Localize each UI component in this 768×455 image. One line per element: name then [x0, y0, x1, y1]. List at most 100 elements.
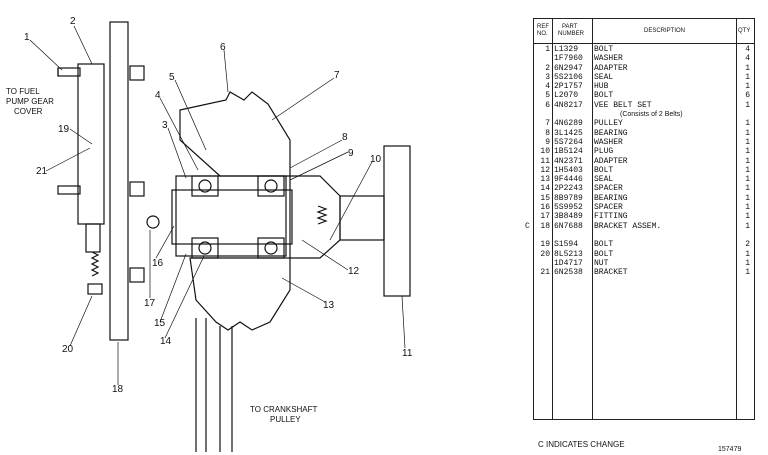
parts-row-qty: 1 — [745, 221, 750, 231]
parts-row-part-number: L1329 — [554, 45, 579, 54]
parts-row-ref: 20 — [540, 249, 550, 259]
bracket-plate-shape — [109, 21, 129, 341]
callout-5: 5 — [169, 72, 175, 83]
parts-row-qty: 4 — [745, 45, 750, 54]
parts-row-part-number: 1H5403 — [554, 165, 583, 175]
parts-row-part-number: 5S2106 — [554, 72, 583, 82]
parts-row-ref: 19 — [540, 240, 550, 250]
callout-19: 19 — [58, 124, 70, 135]
parts-row-ref: 18 — [540, 221, 550, 231]
parts-row-ref: 2 — [545, 63, 550, 73]
parts-row: 9 5S7264 WASHER 1 — [534, 138, 754, 147]
adapter-nose-shape — [85, 223, 101, 253]
fuel-pump-note: TO FUEL PUMP GEAR COVER — [6, 87, 54, 116]
header-qty: QTY — [738, 28, 751, 34]
parts-row-part-number: 6N2947 — [554, 63, 583, 73]
parts-row-description: ADAPTER — [594, 156, 628, 166]
drawing-number: 157479 — [718, 446, 742, 453]
change-note: C INDICATES CHANGE — [538, 440, 625, 449]
callout-4: 4 — [155, 90, 161, 101]
parts-row — [534, 231, 754, 240]
parts-row-description: WASHER — [594, 137, 623, 147]
crankshaft-note-line-1: TO CRANKSHAFT — [250, 405, 318, 414]
parts-row-description: SEAL — [594, 72, 614, 82]
parts-row-description: BRACKET — [594, 268, 628, 278]
header-part-line-2: NUMBER — [558, 31, 585, 37]
parts-row-description: BEARING — [594, 128, 628, 138]
parts-row-ref: 4 — [545, 82, 550, 92]
parts-list-header: REF NO. PART NUMBER DESCRIPTION QTY — [534, 19, 754, 44]
pulley-lower-shape — [189, 257, 291, 331]
parts-row-qty: 4 — [745, 54, 750, 64]
parts-row-description: BOLT — [594, 249, 614, 259]
parts-row-qty: 1 — [745, 72, 750, 82]
parts-row-part-number: 8B9789 — [554, 193, 583, 203]
parts-row-ref: 3 — [545, 72, 550, 82]
fitting-shape — [146, 215, 160, 229]
parts-list-table: REF NO. PART NUMBER DESCRIPTION QTY 1 L13… — [525, 18, 755, 420]
parts-row-qty: 1 — [745, 184, 750, 194]
parts-row-qty: 1 — [745, 212, 750, 222]
parts-row-ref: 6 — [545, 100, 550, 110]
parts-row-ref: 7 — [545, 119, 550, 129]
change-indicator: C — [525, 221, 530, 231]
parts-row-description: BOLT — [594, 240, 614, 250]
parts-row-ref: 14 — [540, 184, 550, 194]
callout-13: 13 — [323, 300, 335, 311]
parts-row-ref: 13 — [540, 175, 550, 185]
parts-row-part-number: 4N2371 — [554, 156, 583, 166]
fuel-pump-note-line-3: COVER — [14, 107, 43, 116]
column-divider — [552, 19, 553, 419]
shaft-shape — [171, 189, 293, 245]
parts-row-part-number: 4N6289 — [554, 119, 583, 129]
bolt-lower-shape — [57, 185, 81, 195]
parts-row-part-number: 2P1757 — [554, 82, 583, 92]
callout-18: 18 — [112, 384, 124, 395]
parts-row-qty: 1 — [745, 128, 750, 138]
callout-10: 10 — [370, 154, 382, 165]
callout-1: 1 — [24, 32, 30, 43]
leader-lines — [29, 25, 406, 385]
callout-15: 15 — [154, 318, 166, 329]
parts-row-part-number: 1B5124 — [554, 147, 583, 157]
parts-row-description: ADAPTER — [594, 63, 628, 73]
callout-17: 17 — [144, 298, 156, 309]
parts-row-description: BEARING — [594, 193, 628, 203]
parts-row-description: SPACER — [594, 184, 623, 194]
header-ref-line-1: REF — [537, 24, 549, 30]
parts-row-part-number: 5S9952 — [554, 203, 583, 213]
parts-row-description: SEAL — [594, 175, 614, 185]
parts-row-part-number: 9F4446 — [554, 175, 583, 185]
parts-row-part-number: 1D4717 — [554, 258, 583, 268]
callout-3: 3 — [162, 120, 168, 131]
parts-row-qty: 1 — [745, 137, 750, 147]
parts-row-ref: 17 — [540, 212, 550, 222]
parts-row-ref: 9 — [545, 137, 550, 147]
fan-drive-exploded-drawing: 1 2 3 4 5 6 7 8 9 10 11 12 13 14 15 16 1… — [6, 16, 413, 452]
parts-row-part-number: 5S7264 — [554, 137, 583, 147]
crankshaft-note-line-2: PULLEY — [270, 415, 301, 424]
parts-row-part-number: 6N2538 — [554, 268, 583, 278]
header-description: DESCRIPTION — [644, 28, 686, 34]
parts-row-qty: 1 — [745, 165, 750, 175]
parts-row-description: BOLT — [594, 45, 614, 54]
parts-row-qty: 1 — [745, 175, 750, 185]
parts-row-description: BRACKET ASSEM. — [594, 221, 662, 231]
callout-20: 20 — [62, 344, 74, 355]
parts-row-description: BOLT — [594, 91, 614, 101]
parts-row-qty: 1 — [745, 203, 750, 213]
spring-shape — [90, 251, 100, 277]
parts-row-qty: 1 — [745, 63, 750, 73]
